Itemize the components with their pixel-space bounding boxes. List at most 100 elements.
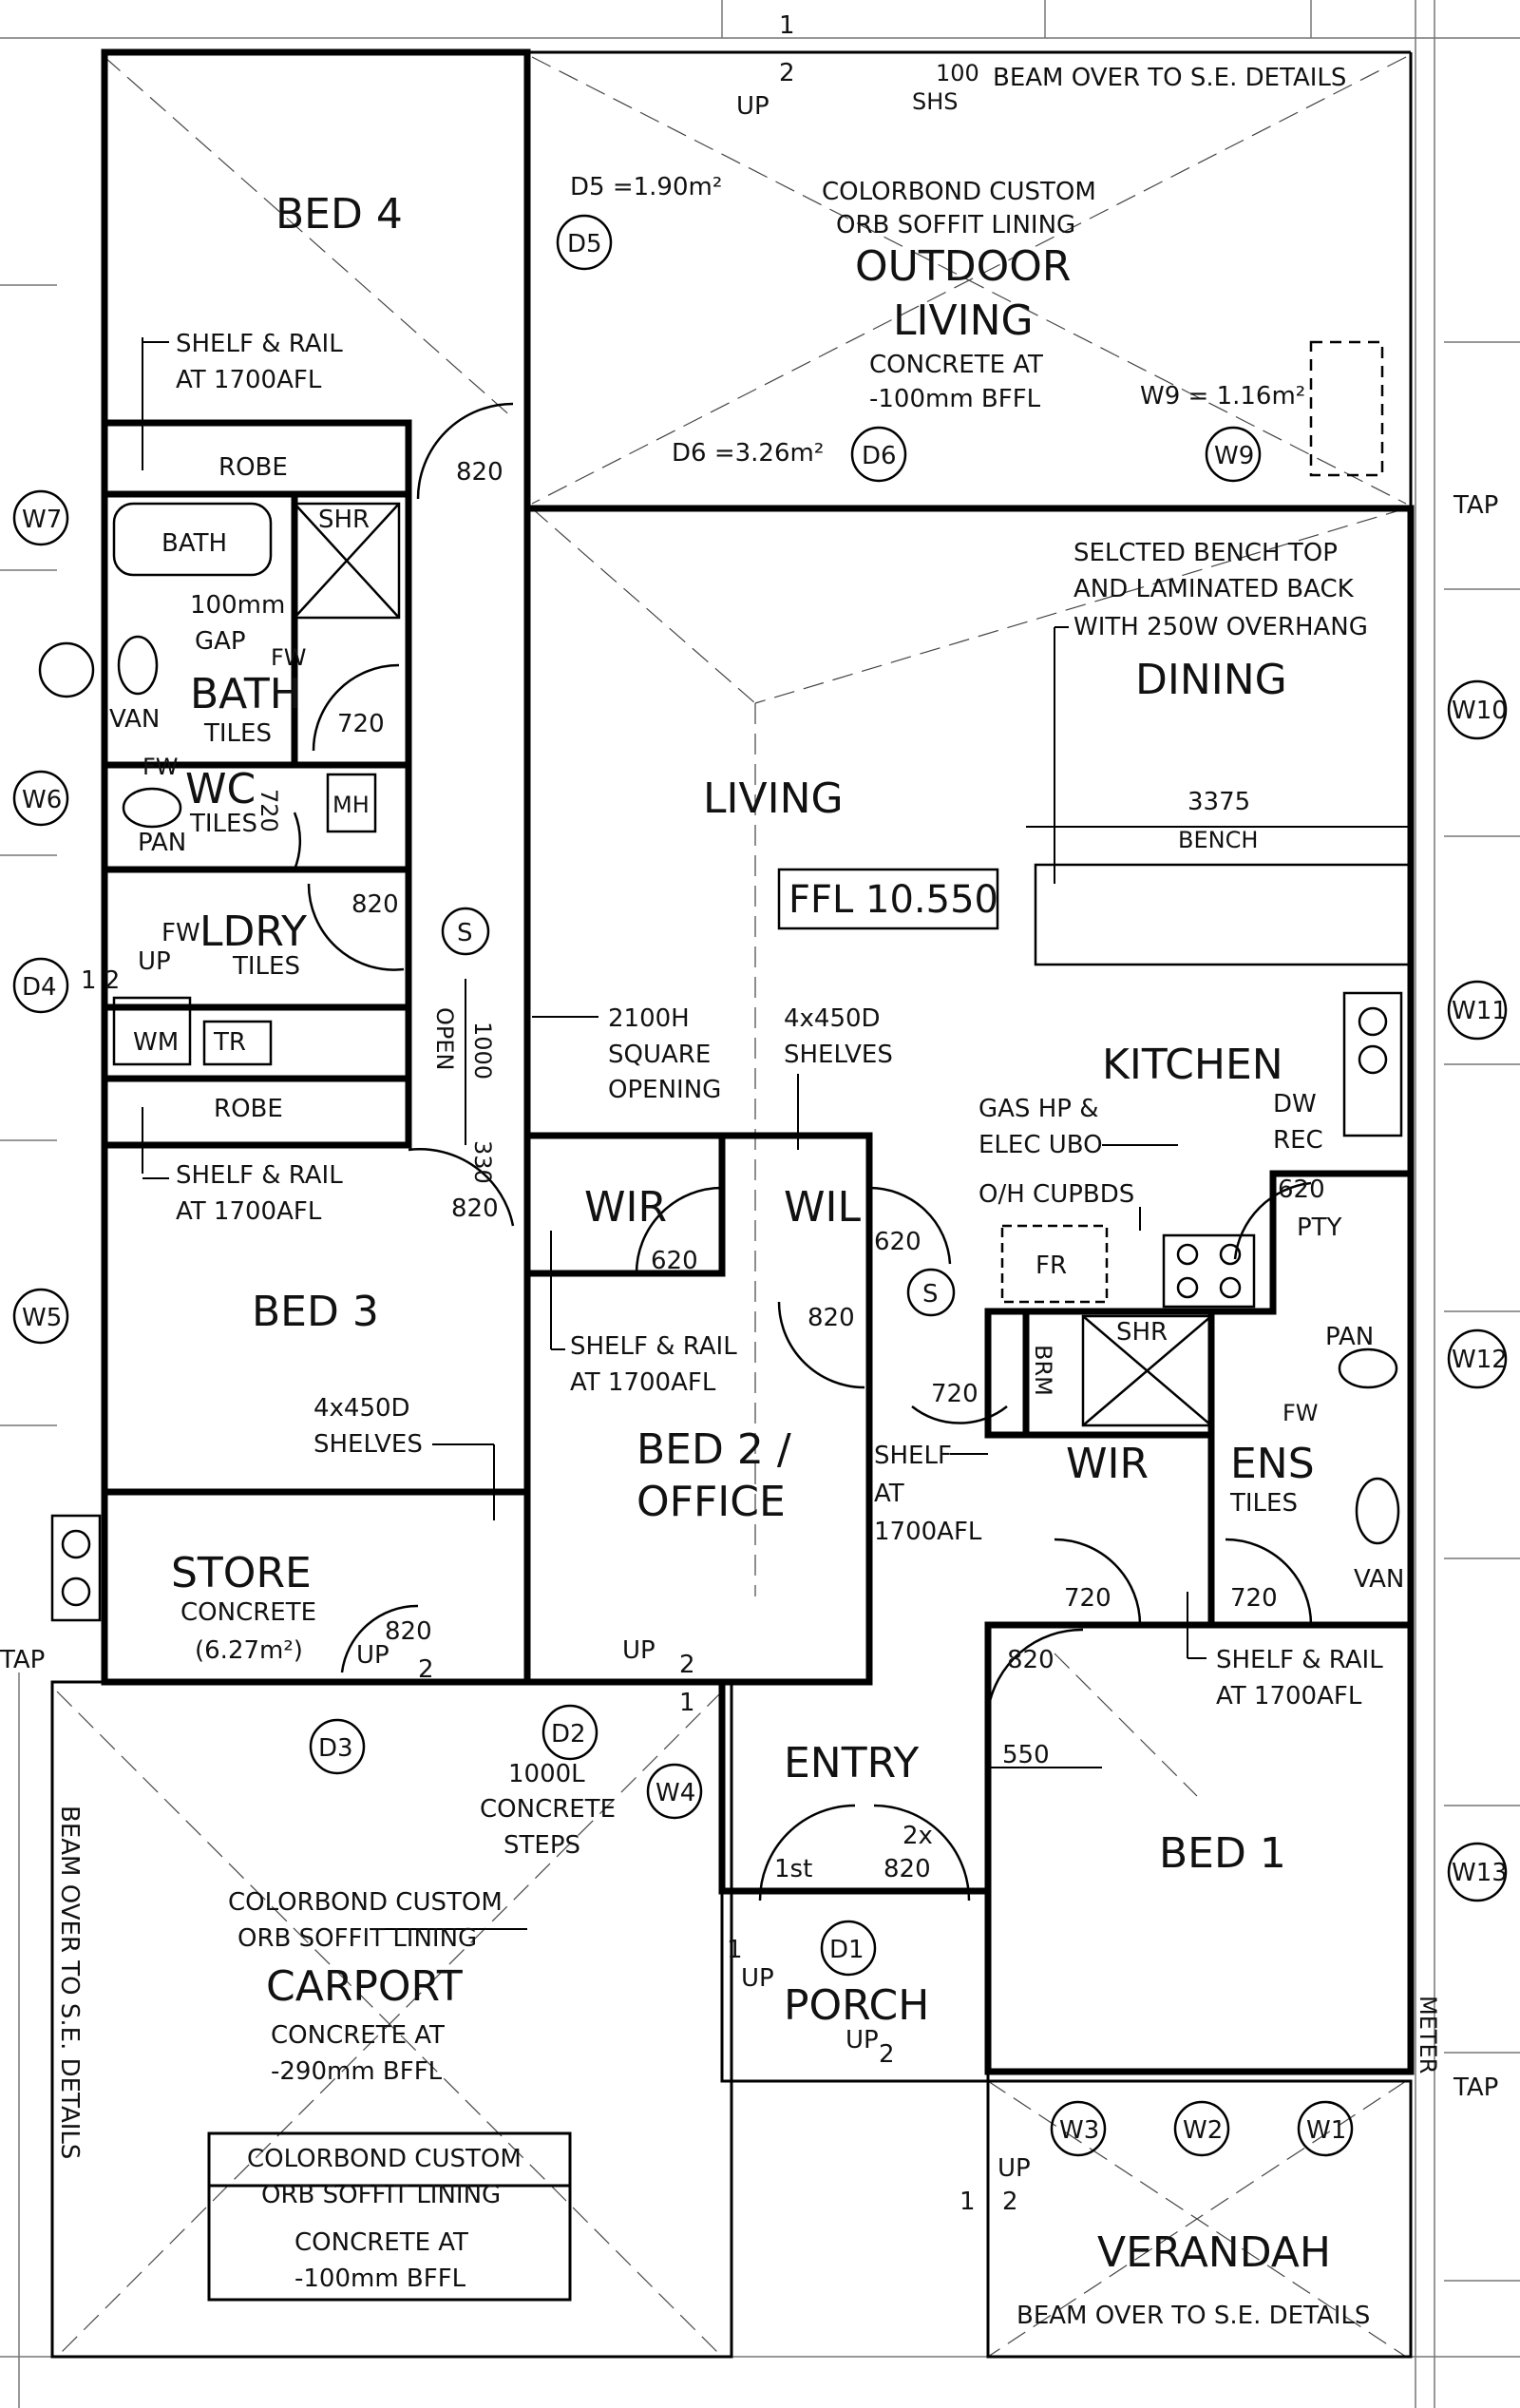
bench-dim: 3375	[1188, 788, 1250, 816]
beam-note-top: BEAM OVER TO S.E. DETAILS	[993, 64, 1346, 92]
tag-d2: D2	[542, 1704, 598, 1761]
room-label-outdoor-living-2: LIVING	[893, 296, 1034, 345]
fw-ldry: FW	[162, 919, 200, 947]
svg-text:W4: W4	[656, 1779, 695, 1807]
tag-w12: W12	[1447, 1328, 1508, 1389]
stair-num-7: 2	[879, 2040, 895, 2069]
soffit-top-1: COLORBOND CUSTOM	[822, 178, 1096, 206]
svg-text:S: S	[922, 1280, 939, 1309]
ffl-box: FFL 10.550	[777, 868, 999, 930]
room-label-ldry: LDRY	[200, 908, 307, 956]
soffit-carport-1: COLORBOND CUSTOM	[228, 1888, 503, 1917]
dim-1000: 1000	[469, 1022, 496, 1080]
door-720-wir: 720	[1064, 1584, 1112, 1613]
svg-text:S: S	[457, 919, 473, 947]
tag-w5: W5	[12, 1288, 69, 1345]
room-label-bed2-2: OFFICE	[636, 1478, 786, 1526]
tag-w2: W2	[1173, 2100, 1230, 2157]
room-label-outdoor-living-1: OUTDOOR	[855, 242, 1071, 291]
tag-w1: W1	[1297, 2100, 1354, 2157]
dim-330: 330	[469, 1140, 496, 1184]
tiles-bath: TILES	[203, 719, 272, 748]
steps-ldry: 1 2	[81, 966, 120, 995]
concrete-top-2: -100mm BFFL	[869, 385, 1041, 413]
tag-s-hall: S	[441, 907, 490, 956]
room-label-store: STORE	[171, 1549, 312, 1597]
tag-w7: W7	[12, 489, 69, 546]
room-label-bed3: BED 3	[252, 1288, 379, 1336]
concrete-carport-2: -290mm BFFL	[271, 2057, 443, 2086]
steps-2: CONCRETE	[480, 1795, 616, 1824]
room-label-bath: BATH	[190, 670, 301, 718]
cupbds: O/H CUPBDS	[978, 1180, 1134, 1209]
tap-3: TAP	[1453, 2074, 1498, 2102]
shelf-rail-wir-1: SHELF & RAIL	[570, 1332, 737, 1361]
up-porch-front: UP	[846, 2026, 879, 2054]
room-label-dining: DINING	[1135, 656, 1287, 704]
gap-2: GAP	[195, 627, 246, 656]
shelf-1: SHELF	[874, 1442, 952, 1470]
tag-d5: D5	[556, 214, 613, 271]
steps-3: STEPS	[504, 1831, 580, 1860]
tag-w13: W13	[1447, 1842, 1508, 1902]
tag-w4: W4	[646, 1763, 703, 1820]
svg-text:W9: W9	[1214, 442, 1254, 470]
stair-num-4: 2	[679, 1651, 695, 1679]
shelf-rail-ens-2: AT 1700AFL	[1216, 1682, 1362, 1710]
room-label-wc: WC	[185, 765, 256, 813]
stair-num-5: 1	[679, 1689, 695, 1717]
tap-2: TAP	[0, 1646, 45, 1674]
door-820-ldry: 820	[352, 890, 399, 919]
bath-fixture: BATH	[162, 529, 227, 558]
tiles-ens: TILES	[1229, 1489, 1298, 1518]
fw-bath: FW	[271, 644, 307, 671]
svg-text:D2: D2	[551, 1720, 586, 1749]
room-labels: BED 4 OUTDOOR LIVING DINING LIVING KITCH…	[171, 190, 1331, 2277]
beam-note-bottom: BEAM OVER TO S.E. DETAILS	[1016, 2302, 1370, 2330]
w9-area: W9 = 1.16m²	[1140, 382, 1305, 411]
room-label-bed2-1: BED 2 /	[636, 1425, 791, 1474]
dw: DW	[1273, 1090, 1317, 1118]
d6-area: D6 =3.26m²	[672, 439, 824, 468]
bench-top-2: AND LAMINATED BACK	[1074, 575, 1355, 603]
shelf-rail-wir-2: AT 1700AFL	[570, 1368, 716, 1397]
tag-w10: W10	[1447, 679, 1508, 740]
door-620-wir: 620	[651, 1247, 698, 1275]
up-verandah: UP	[998, 2154, 1031, 2183]
pan-wc: PAN	[138, 829, 186, 857]
ffl-value: FFL 10.550	[788, 878, 998, 922]
annotations: BEAM OVER TO S.E. DETAILS BEAM OVER TO S…	[0, 11, 1498, 2330]
stair-num-3: 2	[418, 1655, 434, 1684]
svg-text:W10: W10	[1452, 697, 1508, 725]
room-label-carport: CARPORT	[266, 1962, 463, 2011]
tag-d3: D3	[309, 1718, 366, 1775]
dim-550: 550	[1002, 1741, 1050, 1769]
svg-text:W11: W11	[1452, 997, 1508, 1025]
bench-label: BENCH	[1178, 827, 1258, 853]
shelves-bed3-1: 4x450D	[314, 1394, 410, 1423]
door-1st: 1st	[774, 1855, 812, 1883]
room-label-ens: ENS	[1230, 1440, 1315, 1488]
soffit-carport-2: ORB SOFFIT LINING	[238, 1924, 477, 1953]
roof-diagonals	[56, 56, 1407, 2358]
room-label-verandah: VERANDAH	[1097, 2228, 1331, 2277]
room-label-living: LIVING	[703, 774, 844, 823]
fr: FR	[1036, 1252, 1067, 1280]
tag-d4: D4	[12, 957, 69, 1014]
gas-1: GAS HP &	[978, 1095, 1098, 1123]
beam-note-left: BEAM OVER TO S.E. DETAILS	[55, 1806, 84, 2159]
door-720-ens: 720	[1230, 1584, 1278, 1613]
tiles-ldry: TILES	[232, 952, 300, 981]
svg-text:D3: D3	[318, 1734, 353, 1763]
robe-mid: ROBE	[214, 1095, 283, 1123]
room-label-kitchen: KITCHEN	[1102, 1041, 1283, 1089]
room-label-entry: ENTRY	[784, 1739, 919, 1787]
shelf-rail-bed3-1: SHELF & RAIL	[176, 1161, 343, 1190]
mh-label: MH	[332, 792, 370, 818]
svg-text:W2: W2	[1183, 2116, 1223, 2145]
door-820-bed3: 820	[451, 1194, 499, 1223]
fw-wc: FW	[142, 754, 179, 780]
soffit-top-2: ORB SOFFIT LINING	[836, 211, 1075, 239]
concrete-top-1: CONCRETE AT	[869, 351, 1043, 379]
